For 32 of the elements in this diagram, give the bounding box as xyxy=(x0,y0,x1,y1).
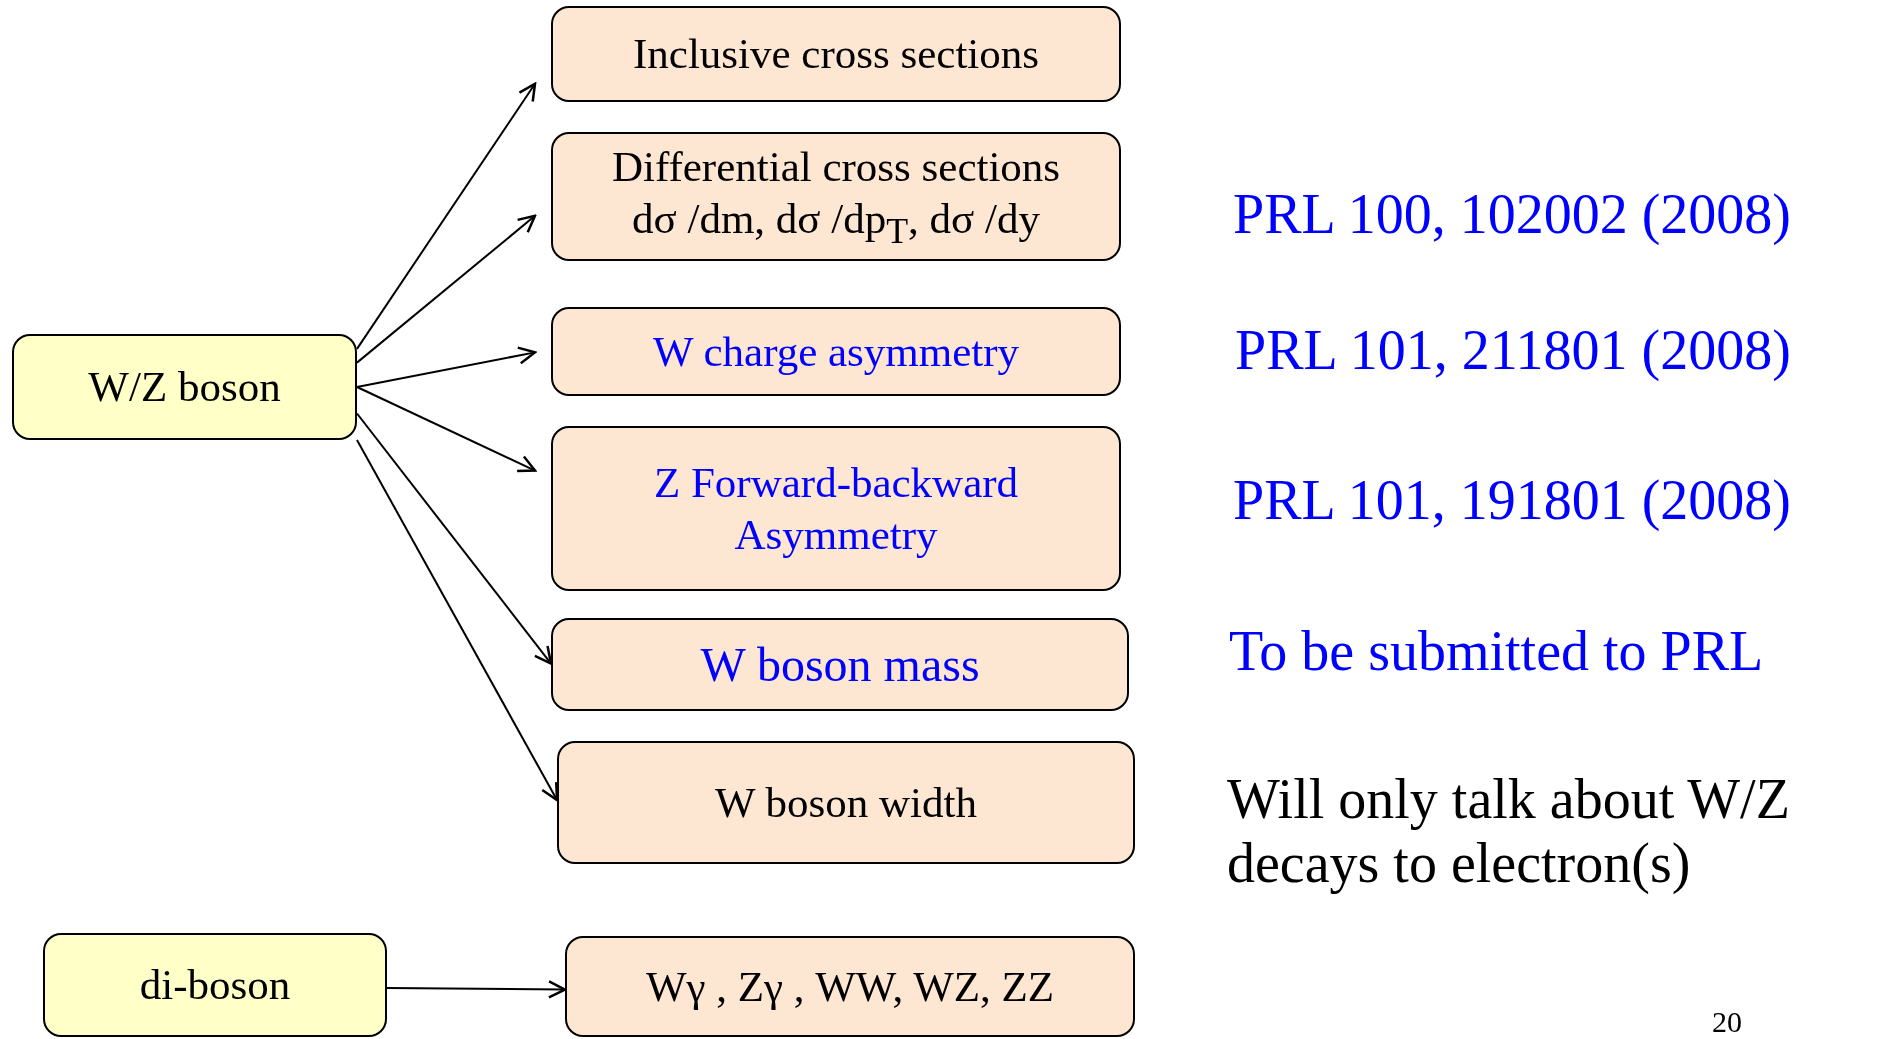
arrow xyxy=(356,439,559,802)
box-text: Wγ , Zγ , WW, WZ, ZZ xyxy=(645,961,1055,1012)
process-box xyxy=(12,334,357,440)
process-box xyxy=(551,618,1129,711)
box-text: W charge asymmetry xyxy=(652,326,1020,377)
arrow xyxy=(356,386,537,473)
box-text: W boson width xyxy=(715,777,977,828)
box-text: dσ /dm, dσ /dp$_{T}$, dσ /dy xyxy=(632,193,1040,253)
process-box xyxy=(43,933,387,1037)
box-text: W boson mass xyxy=(700,636,980,693)
box-text: di-boson xyxy=(139,960,291,1011)
process-box xyxy=(551,132,1121,261)
process-box xyxy=(565,936,1135,1037)
arrow xyxy=(356,412,553,665)
arrow xyxy=(356,214,537,364)
box-text: Differential cross sections xyxy=(611,141,1061,192)
arrow xyxy=(386,980,567,999)
box-text: Z Forward-backward Asymmetry xyxy=(652,457,1020,560)
citation-text: PRL 101, 211801 (2008) xyxy=(1235,318,1791,383)
box-text: W/Z boson xyxy=(88,362,281,413)
arrow xyxy=(356,82,537,350)
note-text: To be submitted to PRL xyxy=(1229,619,1764,684)
box-text: Inclusive cross sections xyxy=(633,29,1039,80)
process-box xyxy=(557,741,1135,864)
citation-text: PRL 100, 102002 (2008) xyxy=(1233,182,1791,247)
note-text: Will only talk about W/Z decays to electron(s) xyxy=(1227,767,1791,896)
citation-text: PRL 101, 191801 (2008) xyxy=(1233,468,1791,533)
process-box xyxy=(551,6,1121,102)
page-number: 20 xyxy=(1712,1005,1742,1039)
process-box xyxy=(551,426,1121,591)
process-box xyxy=(551,307,1121,396)
arrow xyxy=(356,346,537,388)
